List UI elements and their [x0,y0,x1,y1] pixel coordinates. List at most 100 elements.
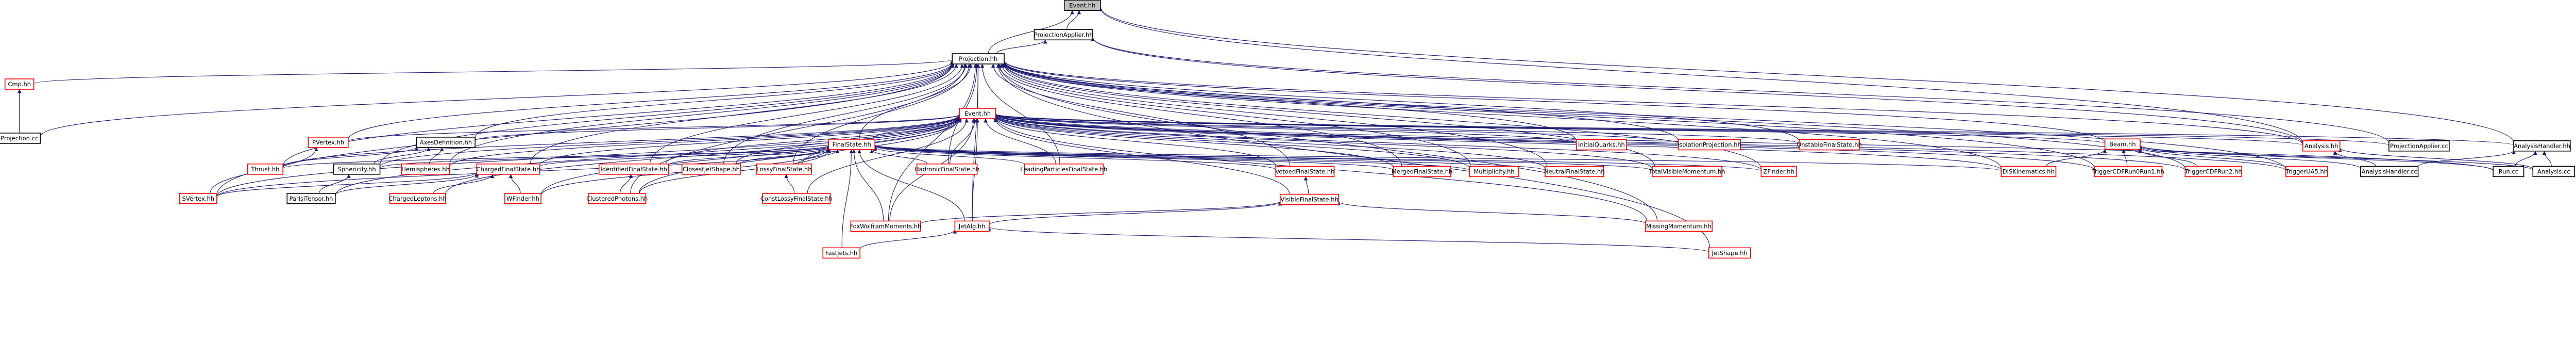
node-constlossyfinalstate-hh-label: ConstLossyFinalState.hh [760,195,833,202]
node-analysishandler-hh-box [2513,140,2571,152]
edge-neutralfinalstate-hh-to-event-hh-2 [994,115,1546,169]
node-constlossyfinalstate-hh[interactable]: ConstLossyFinalState.hh [760,192,833,204]
node-fastjets-hh-label: FastJets.hh [825,249,857,256]
edge-diskinematics-hh-to-projection-hh [1002,61,2002,169]
node-vetoedfinalstate-hh[interactable]: VetoedFinalState.hh [1275,166,1334,177]
node-projection-cc[interactable]: Projection.cc [0,133,41,144]
node-analysis-hh[interactable]: Analysis.hh [2302,140,2341,152]
edge-lossyfinalstate-hh-to-event-hh-2 [802,118,962,164]
node-closestjetshape-hh[interactable]: ClosestJetShape.hh [681,163,741,175]
edge-thrust-hh-to-projection-hh [282,62,955,167]
edge-thrust-hh-to-finalstate-hh [282,145,831,169]
node-projectionapplier-hh[interactable]: ProjectionApplier.hh [1033,29,1093,41]
edge-wfinder-hh-to-chargedfinalstate-hh [509,174,521,193]
node-axesdefinition-hh-box [416,137,476,148]
edge-analysishandler-hh-to-event-hh [1098,7,2514,143]
node-parisitensor-hh[interactable]: ParisiTensor.hh [286,192,336,204]
edge-triggercdfrun0run1-hh-to-beam-hh [2122,149,2128,167]
node-analysishandler-cc[interactable]: AnalysisHandler.cc [2360,166,2419,177]
edge-fastjets-hh-to-finalstate-hh [841,149,854,248]
edge-neutralfinalstate-hh-to-projection-hh [1002,63,1548,167]
node-sphericity-hh[interactable]: Sphericity.hh [333,163,381,175]
node-fastjets-hh[interactable]: FastJets.hh [822,247,860,259]
node-event-hh-label: Event.hh [1069,2,1095,9]
node-triggercdfrun0run1-hh[interactable]: TriggerCDFRun0Run1.hh [2092,166,2164,177]
edge-closestjetshape-hh-to-projection-hh [723,63,968,164]
edge-projection-hh-to-projectionapplier-hh [996,39,1047,54]
node-visiblefinalstate-hh[interactable]: VisibleFinalState.hh [1280,193,1340,205]
node-zfinder-hh[interactable]: ZFinder.hh [1760,166,1797,177]
node-lossyfinalstate-hh[interactable]: LossyFinalState.hh [756,163,812,175]
node-hemispheres-hh[interactable]: Hemispheres.hh [401,163,450,175]
node-leadingparticlesfinalstate-hh[interactable]: LeadingParticlesFinalState.hh [1020,163,1107,175]
edge-clusteredphotons-hh-to-identifiedfinalstate-hh [619,174,633,193]
node-wfinder-hh-box [504,192,541,204]
edge-analysis-cc-to-analysis-hh [2338,148,2533,170]
node-clusteredphotons-hh[interactable]: ClusteredPhotons.hh [586,192,648,204]
node-analysishandler-hh-label: AnalysisHandler.hh [2514,142,2570,150]
edge-hemispheres-hh-to-projection-hh [449,63,955,165]
node-foxwolframmoments-hh[interactable]: FoxWolframMoments.hh [850,220,921,232]
node-run-cc[interactable]: Run.cc [2493,166,2524,177]
node-triggercdfrun2-hh-label: TriggerCDFRun2.hh [2184,168,2242,175]
node-isolationprojection-hh[interactable]: IsolationProjection.hh [1677,139,1741,151]
node-chargedleptons-hh[interactable]: ChargedLeptons.hh [388,192,447,204]
node-event-hh-2[interactable]: Event.hh [959,108,996,119]
edge-totalvisiblemomentum-hh-to-finalstate-hh [873,144,1653,171]
node-triggerua5-hh[interactable]: TriggerUA5.hh [2285,166,2328,177]
node-jethg-hh[interactable]: JetAlg.hh [954,220,990,232]
edge-triggercdfrun2-hh-to-beam-hh [2138,149,2197,167]
node-analysis-cc[interactable]: Analysis.cc [2532,166,2575,177]
node-projection-hh-label: Projection.hh [959,55,997,62]
node-wfinder-hh[interactable]: WFinder.hh [504,192,541,204]
node-triggercdfrun2-hh[interactable]: TriggerCDFRun2.hh [2184,166,2242,177]
edge-initialquarks-hh-to-event-hh-2 [994,114,1577,144]
edge-leadingparticlesfinalstate-hh-to-projection-hh [980,63,1060,164]
edge-vetoedfinalstate-hh-to-finalstate-hh [873,145,1276,170]
node-neutralfinalstate-hh[interactable]: NeutralFinalState.hh [1544,166,1605,177]
node-thrust-hh-box [247,163,283,175]
node-totalvisiblemomentum-hh[interactable]: TotalVisibleMomentum.hh [1648,166,1725,177]
edge-chargedfinalstate-hh-to-finalstate-hh [539,145,831,167]
edge-analysis-cc-to-beam-hh [2138,145,2533,171]
edge-leadingparticlesfinalstate-hh-to-event-hh-2 [984,118,1056,164]
edge-projectionapplier-cc-to-projectionapplier-hh [1091,37,2389,144]
node-pvertex-hh[interactable]: PVertex.hh [308,137,349,148]
edge-thrust-hh-to-event-hh-2 [282,115,962,168]
node-chargedfinalstate-hh[interactable]: ChargedFinalState.hh [476,163,540,175]
node-axesdefinition-hh[interactable]: AxesDefinition.hh [416,137,476,148]
node-diskinematics-hh[interactable]: DISKinematics.hh [2001,166,2057,177]
node-unstablefinalstate-hh[interactable]: UnstableFinalState.hh [1797,139,1862,151]
node-triggerua5-hh-label: TriggerUA5.hh [2285,168,2328,175]
node-multiplicity-hh-box [1469,166,1519,177]
node-missingmomentum-hh[interactable]: MissingMomentum.hh [1645,220,1713,232]
node-projectionapplier-cc-box [2388,140,2450,152]
edge-analysishandler-cc-to-analysis-hh [2333,151,2376,167]
node-mergedfinalstate-hh-label: MergedFinalState.hh [1392,168,1452,175]
node-mergedfinalstate-hh[interactable]: MergedFinalState.hh [1392,166,1452,177]
node-analysishandler-hh[interactable]: AnalysisHandler.hh [2513,140,2571,152]
node-projectionapplier-cc[interactable]: ProjectionApplier.cc [2388,140,2450,152]
node-jetshape-hh[interactable]: JetShape.hh [1708,247,1751,259]
node-initialquarks-hh[interactable]: InitialQuarks.hh [1576,139,1627,151]
dependency-edges [17,7,2552,253]
edge-zfinder-hh-to-event-hh-2 [994,115,1761,171]
node-visiblefinalstate-hh-label: VisibleFinalState.hh [1280,196,1338,203]
edge-triggerua5-hh-to-event-hh-2 [994,114,2286,171]
node-chargedfinalstate-hh-box [476,163,540,175]
node-finalstate-hh[interactable]: FinalState.hh [828,139,875,150]
edge-triggerua5-hh-to-beam-hh [2138,147,2286,169]
node-identifiedfinalstate-hh[interactable]: IdentifiedFinalState.hh [598,163,669,175]
node-projection-hh[interactable]: Projection.hh [952,53,1005,64]
node-leadingparticlesfinalstate-hh-label: LeadingParticlesFinalState.hh [1020,166,1107,173]
node-multiplicity-hh[interactable]: Multiplicity.hh [1469,166,1519,177]
node-thrust-hh[interactable]: Thrust.hh [247,163,283,175]
node-cmp-hh[interactable]: Cmp.hh [5,78,35,90]
edge-mergedfinalstate-hh-to-projection-hh [996,63,1402,167]
edge-chargedleptons-hh-to-event-hh-2 [445,116,962,195]
node-hadronicfinalstate-hh[interactable]: HadronicFinalState.hh [914,163,980,175]
node-analysis-cc-label: Analysis.cc [2537,168,2570,175]
node-beam-hh[interactable]: Beam.hh [2104,138,2141,150]
node-analysishandler-cc-label: AnalysisHandler.cc [2362,168,2417,175]
node-svertex-hh[interactable]: SVertex.hh [179,192,217,204]
